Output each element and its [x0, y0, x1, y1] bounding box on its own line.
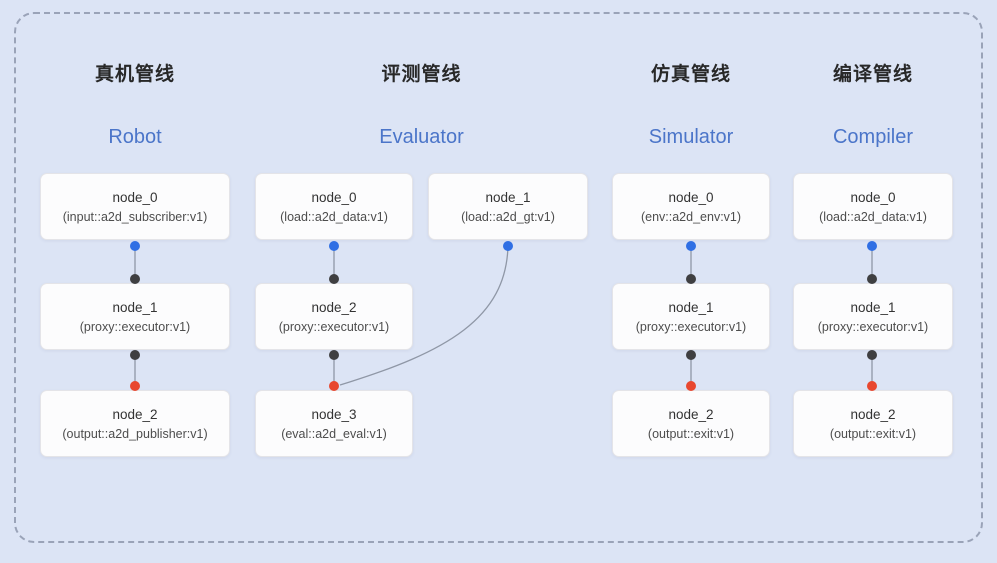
- node-type: (proxy::executor:v1): [79, 319, 191, 334]
- pipeline-title-en-evaluator: Evaluator: [379, 126, 464, 148]
- node-evaluator-3[interactable]: node_3 (eval::a2d_eval:v1): [255, 390, 413, 457]
- dashed-border-frame: [14, 12, 983, 543]
- pipeline-title-en-robot: Robot: [108, 126, 162, 148]
- node-name: node_3: [311, 406, 357, 422]
- node-type: (load::a2d_gt:v1): [461, 209, 555, 224]
- port-dot-black: [130, 350, 140, 360]
- node-name: node_2: [311, 299, 357, 315]
- node-evaluator-0[interactable]: node_0 (load::a2d_data:v1): [255, 173, 413, 240]
- node-type: (load::a2d_data:v1): [280, 209, 388, 224]
- pipeline-title-zh-evaluator: 评测管线: [381, 64, 462, 85]
- node-name: node_1: [668, 299, 714, 315]
- node-name: node_0: [112, 189, 158, 205]
- port-dot-blue: [867, 241, 877, 251]
- port-dot-black: [329, 350, 339, 360]
- node-type: (output::exit:v1): [829, 426, 917, 441]
- node-robot-1[interactable]: node_1 (proxy::executor:v1): [40, 283, 230, 350]
- port-dot-black: [686, 350, 696, 360]
- node-robot-0[interactable]: node_0 (input::a2d_subscriber:v1): [40, 173, 230, 240]
- node-type: (eval::a2d_eval:v1): [281, 426, 387, 441]
- port-dot-blue: [130, 241, 140, 251]
- node-robot-2[interactable]: node_2 (output::a2d_publisher:v1): [40, 390, 230, 457]
- node-compiler-2[interactable]: node_2 (output::exit:v1): [793, 390, 953, 457]
- node-name: node_1: [485, 189, 531, 205]
- node-simulator-1[interactable]: node_1 (proxy::executor:v1): [612, 283, 770, 350]
- node-name: node_0: [668, 189, 714, 205]
- port-dot-blue: [686, 241, 696, 251]
- node-name: node_2: [112, 406, 158, 422]
- pipeline-title-en-simulator: Simulator: [648, 126, 734, 148]
- pipeline-title-zh-robot: 真机管线: [94, 64, 175, 85]
- node-name: node_1: [112, 299, 158, 315]
- node-type: (env::a2d_env:v1): [640, 209, 742, 224]
- node-name: node_0: [850, 189, 896, 205]
- node-simulator-0[interactable]: node_0 (env::a2d_env:v1): [612, 173, 770, 240]
- node-name: node_1: [850, 299, 896, 315]
- node-type: (output::exit:v1): [647, 426, 735, 441]
- node-compiler-1[interactable]: node_1 (proxy::executor:v1): [793, 283, 953, 350]
- node-type: (input::a2d_subscriber:v1): [62, 209, 208, 224]
- node-type: (proxy::executor:v1): [817, 319, 929, 334]
- node-evaluator-2[interactable]: node_2 (proxy::executor:v1): [255, 283, 413, 350]
- pipeline-title-zh-compiler: 编译管线: [832, 64, 913, 85]
- node-type: (proxy::executor:v1): [278, 319, 390, 334]
- node-type: (proxy::executor:v1): [635, 319, 747, 334]
- port-dot-blue: [329, 241, 339, 251]
- node-name: node_2: [850, 406, 896, 422]
- node-type: (output::a2d_publisher:v1): [62, 426, 208, 441]
- node-type: (load::a2d_data:v1): [819, 209, 927, 224]
- pipeline-title-zh-simulator: 仿真管线: [650, 64, 731, 85]
- node-simulator-2[interactable]: node_2 (output::exit:v1): [612, 390, 770, 457]
- port-dot-black: [867, 350, 877, 360]
- port-dot-blue: [503, 241, 513, 251]
- node-evaluator-1[interactable]: node_1 (load::a2d_gt:v1): [428, 173, 588, 240]
- node-name: node_2: [668, 406, 714, 422]
- node-name: node_0: [311, 189, 357, 205]
- node-compiler-0[interactable]: node_0 (load::a2d_data:v1): [793, 173, 953, 240]
- pipeline-title-en-compiler: Compiler: [832, 126, 914, 148]
